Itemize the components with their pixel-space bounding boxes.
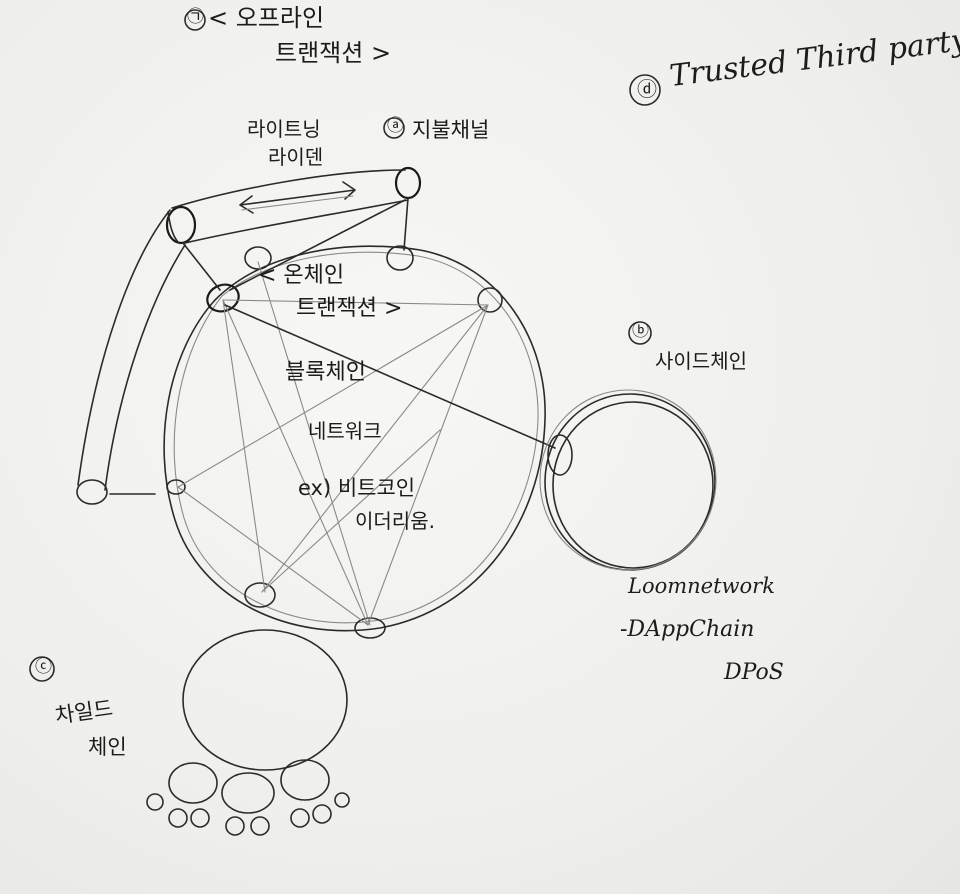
onchain-label-line1: < 온체인 (258, 263, 345, 288)
node-left (166, 479, 186, 495)
payment-channel (165, 166, 422, 291)
onchain-label-line2: 트랜잭션 > (296, 296, 403, 321)
ttp-marker: ⓓ (637, 77, 657, 101)
node-top (244, 246, 272, 270)
node-sidechain-link (547, 434, 573, 476)
state-channel-label: 지불채널 (412, 118, 490, 142)
offline-marker: ㉠ (187, 7, 204, 27)
blockchain-label-line4: 이더리움. (355, 509, 435, 533)
offline-tube (76, 209, 186, 505)
offline-label-line1: < 오프라인 (208, 4, 325, 32)
channel-node-left (165, 205, 197, 245)
node-top-right-low (386, 245, 414, 271)
sidechain-label: 사이드체인 (655, 349, 747, 373)
blockchain-label-line3: ex) 비트코인 (298, 476, 416, 500)
childchain-cluster (146, 629, 350, 836)
sidechain-circle (539, 389, 717, 571)
channel-node-right (394, 166, 422, 200)
network-mesh (177, 261, 556, 626)
lightning-label-line2: 라이덴 (268, 145, 324, 169)
node-bottom-left (244, 582, 276, 608)
offline-label-line2: 트랜잭션 > (275, 39, 392, 67)
blockchain-label-line1: 블록체인 (285, 360, 366, 385)
childchain-marker: ⓒ (35, 657, 52, 677)
state-channel-marker: ⓐ (387, 116, 404, 136)
childchain-label-line2: 체인 (88, 735, 127, 759)
offline-node (76, 479, 108, 505)
node-bottom (354, 617, 386, 639)
sidechain-note-dpos: DPoS (724, 660, 784, 685)
node-right (477, 287, 503, 313)
sidechain-note-loomnetwork: Loomnetwork (628, 574, 775, 598)
sidechain-marker: ⓑ (632, 321, 649, 341)
blockchain-label-line2: 네트워크 (308, 419, 382, 443)
lightning-label-line1: 라이트닝 (247, 117, 321, 141)
marker-circles (29, 9, 661, 682)
sidechain-note-dappchain: -DAppChain (620, 617, 755, 642)
